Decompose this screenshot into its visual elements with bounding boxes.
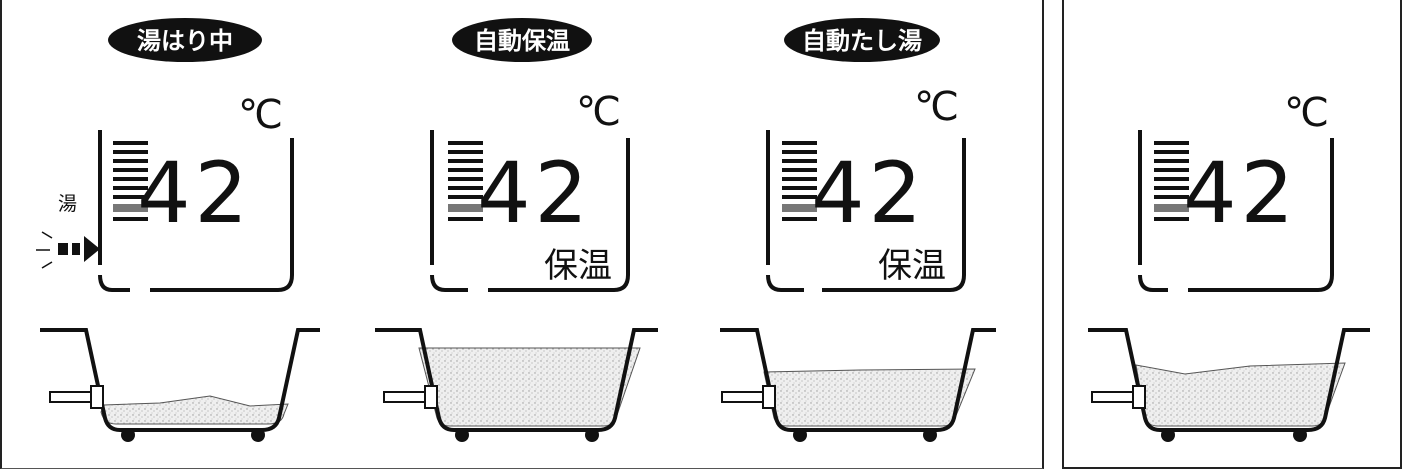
display-frame (98, 130, 294, 292)
level-bars (448, 141, 483, 221)
mode-label-keep-warm: 自動保温 (474, 27, 570, 55)
water-fill (1135, 362, 1346, 427)
level-bars (1154, 141, 1189, 221)
display-frame (1138, 130, 1334, 292)
inflow-arrow-icon (36, 231, 100, 269)
bathtub (720, 328, 996, 442)
level-bars (113, 141, 148, 221)
display-frame (766, 130, 966, 292)
mode-label-filling: 湯はり中 (137, 27, 233, 55)
temperature-readout: 42 (1183, 144, 1298, 242)
celsius-unit: ℃ (1284, 90, 1329, 136)
mode-badge-keep-warm: 自動保温 (452, 18, 592, 62)
level-bars (782, 141, 817, 221)
bathtub (40, 328, 320, 442)
temperature-readout: 42 (477, 144, 592, 242)
panel-auto-keep-warm: 自動保温 ℃ 42 保温 (375, 18, 658, 442)
panel-filling: 湯はり中 ℃ 42 湯 (36, 18, 320, 442)
panel-standalone: ℃ 42 (1088, 90, 1370, 442)
bathtub (1088, 328, 1370, 442)
water-fill (418, 347, 641, 427)
temperature-readout: 42 (811, 144, 926, 242)
inflow-label: 湯 (58, 193, 77, 215)
celsius-unit: ℃ (914, 84, 959, 130)
water-fill (763, 368, 976, 427)
right-panel-frame (1062, 0, 1402, 469)
status-label: 保温 (544, 246, 612, 286)
mode-badge-filling: 湯はり中 (108, 18, 262, 62)
bathtub (375, 328, 658, 442)
celsius-unit: ℃ (576, 89, 621, 135)
mode-label-top-up: 自動たし湯 (802, 27, 922, 55)
display-frame (430, 130, 630, 292)
mode-badge-top-up: 自動たし湯 (784, 18, 940, 62)
temperature-readout: 42 (137, 144, 252, 242)
celsius-unit: ℃ (238, 92, 283, 138)
status-label: 保温 (878, 246, 946, 286)
water-fill (100, 395, 289, 425)
panel-auto-top-up: 自動たし湯 ℃ 42 保温 (720, 18, 996, 442)
